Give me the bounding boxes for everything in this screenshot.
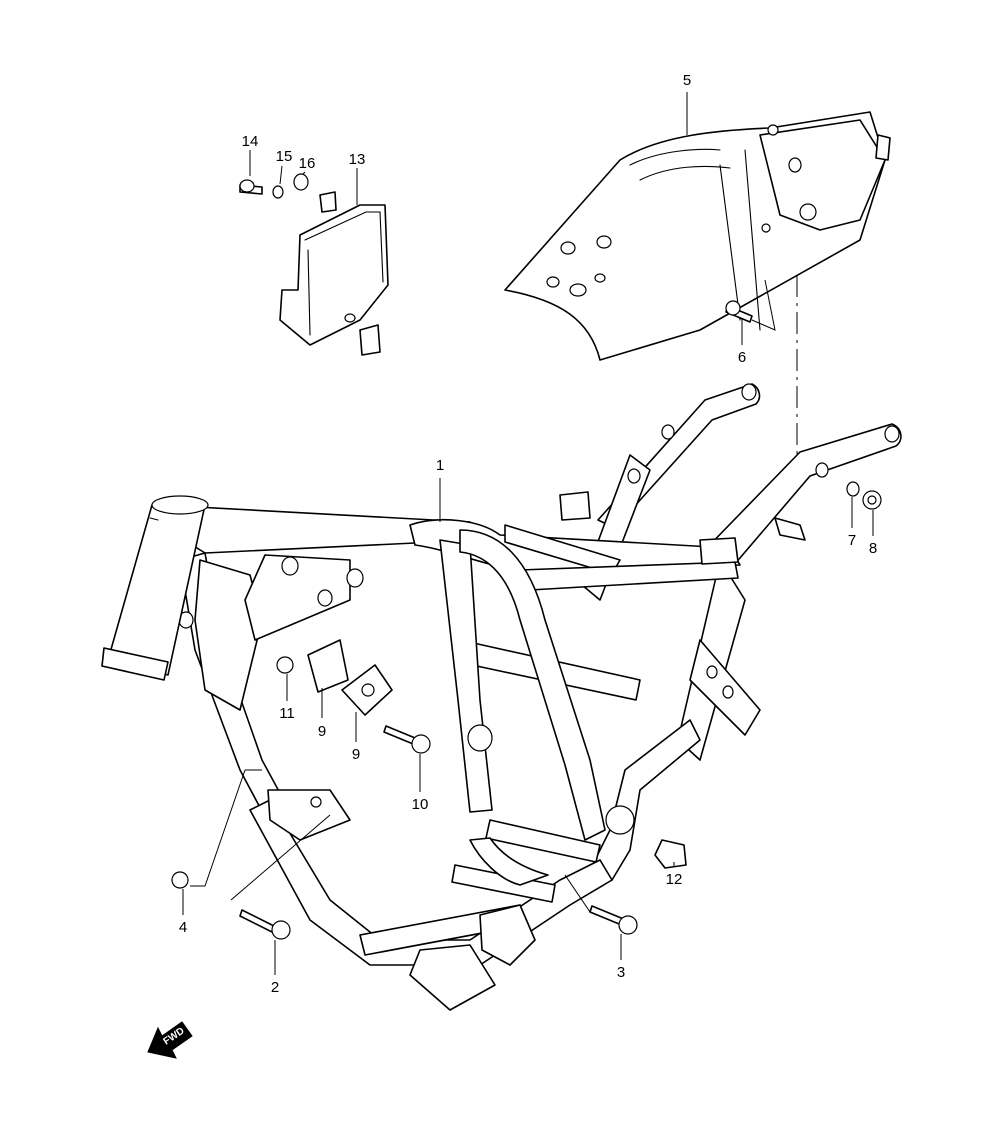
callout-14: 14: [242, 133, 259, 150]
callout-2: 2: [271, 979, 279, 996]
callout-6: 6: [738, 349, 746, 366]
callout-8: 8: [869, 540, 877, 557]
callout-5: 5: [683, 72, 691, 89]
callout-9a: 9: [318, 723, 326, 740]
main-frame: [101, 383, 902, 1011]
callout-13: 13: [349, 151, 366, 168]
leader-lines: [182, 92, 874, 975]
callout-16: 16: [299, 155, 316, 172]
callout-15: 15: [276, 148, 293, 165]
callout-9b: 9: [352, 746, 360, 763]
callout-4: 4: [179, 919, 187, 936]
callout-12: 12: [666, 871, 683, 888]
fasteners: [171, 173, 882, 940]
rear-fender: [504, 111, 891, 361]
fwd-arrow-icon: FWD: [147, 1021, 193, 1059]
callout-7: 7: [848, 532, 856, 549]
callout-11: 11: [279, 705, 295, 722]
callout-10: 10: [412, 796, 429, 813]
callout-numbers: 1 2 3 4 5 6 7 8 9 9 10 11 12 13 14 15 16: [179, 72, 877, 996]
callout-1: 1: [436, 457, 444, 474]
battery-holder-bracket: [279, 191, 389, 356]
callout-3: 3: [617, 964, 625, 981]
